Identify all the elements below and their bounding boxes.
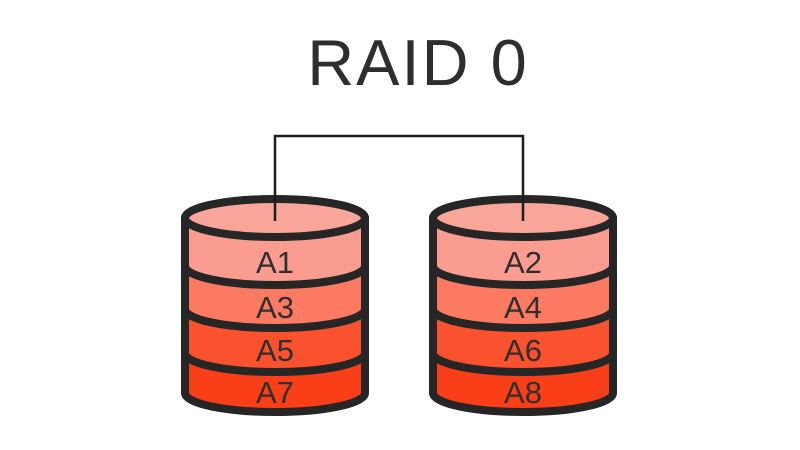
disk2-stripe-3 (433, 309, 613, 372)
disk1-stripe-4 (185, 353, 365, 412)
disk1-outline (181, 214, 369, 416)
disk-2: A2 A4 A6 A8 (429, 195, 617, 416)
block-label-a3: A3 (256, 290, 294, 325)
block-label-a2: A2 (504, 245, 542, 280)
disk2-stripe-4 (433, 353, 613, 412)
disk2-stripe-2 (433, 266, 613, 328)
connector-line (273, 134, 525, 221)
block-label-a7: A7 (256, 375, 294, 410)
block-label-a4: A4 (504, 290, 542, 325)
disk1-stripe-2 (185, 266, 365, 328)
block-label-a8: A8 (504, 375, 542, 410)
disk2-stripe-separators (429, 262, 617, 376)
diagram-title: RAID 0 (307, 26, 529, 99)
block-label-a1: A1 (256, 245, 294, 280)
disk-1: A1 A3 A5 A7 (181, 195, 369, 416)
disk1-stripe-separators (181, 262, 369, 376)
block-label-a6: A6 (504, 333, 542, 368)
disk1-stripe-3 (185, 309, 365, 372)
disk2-outline (429, 214, 617, 416)
block-label-a5: A5 (256, 333, 294, 368)
